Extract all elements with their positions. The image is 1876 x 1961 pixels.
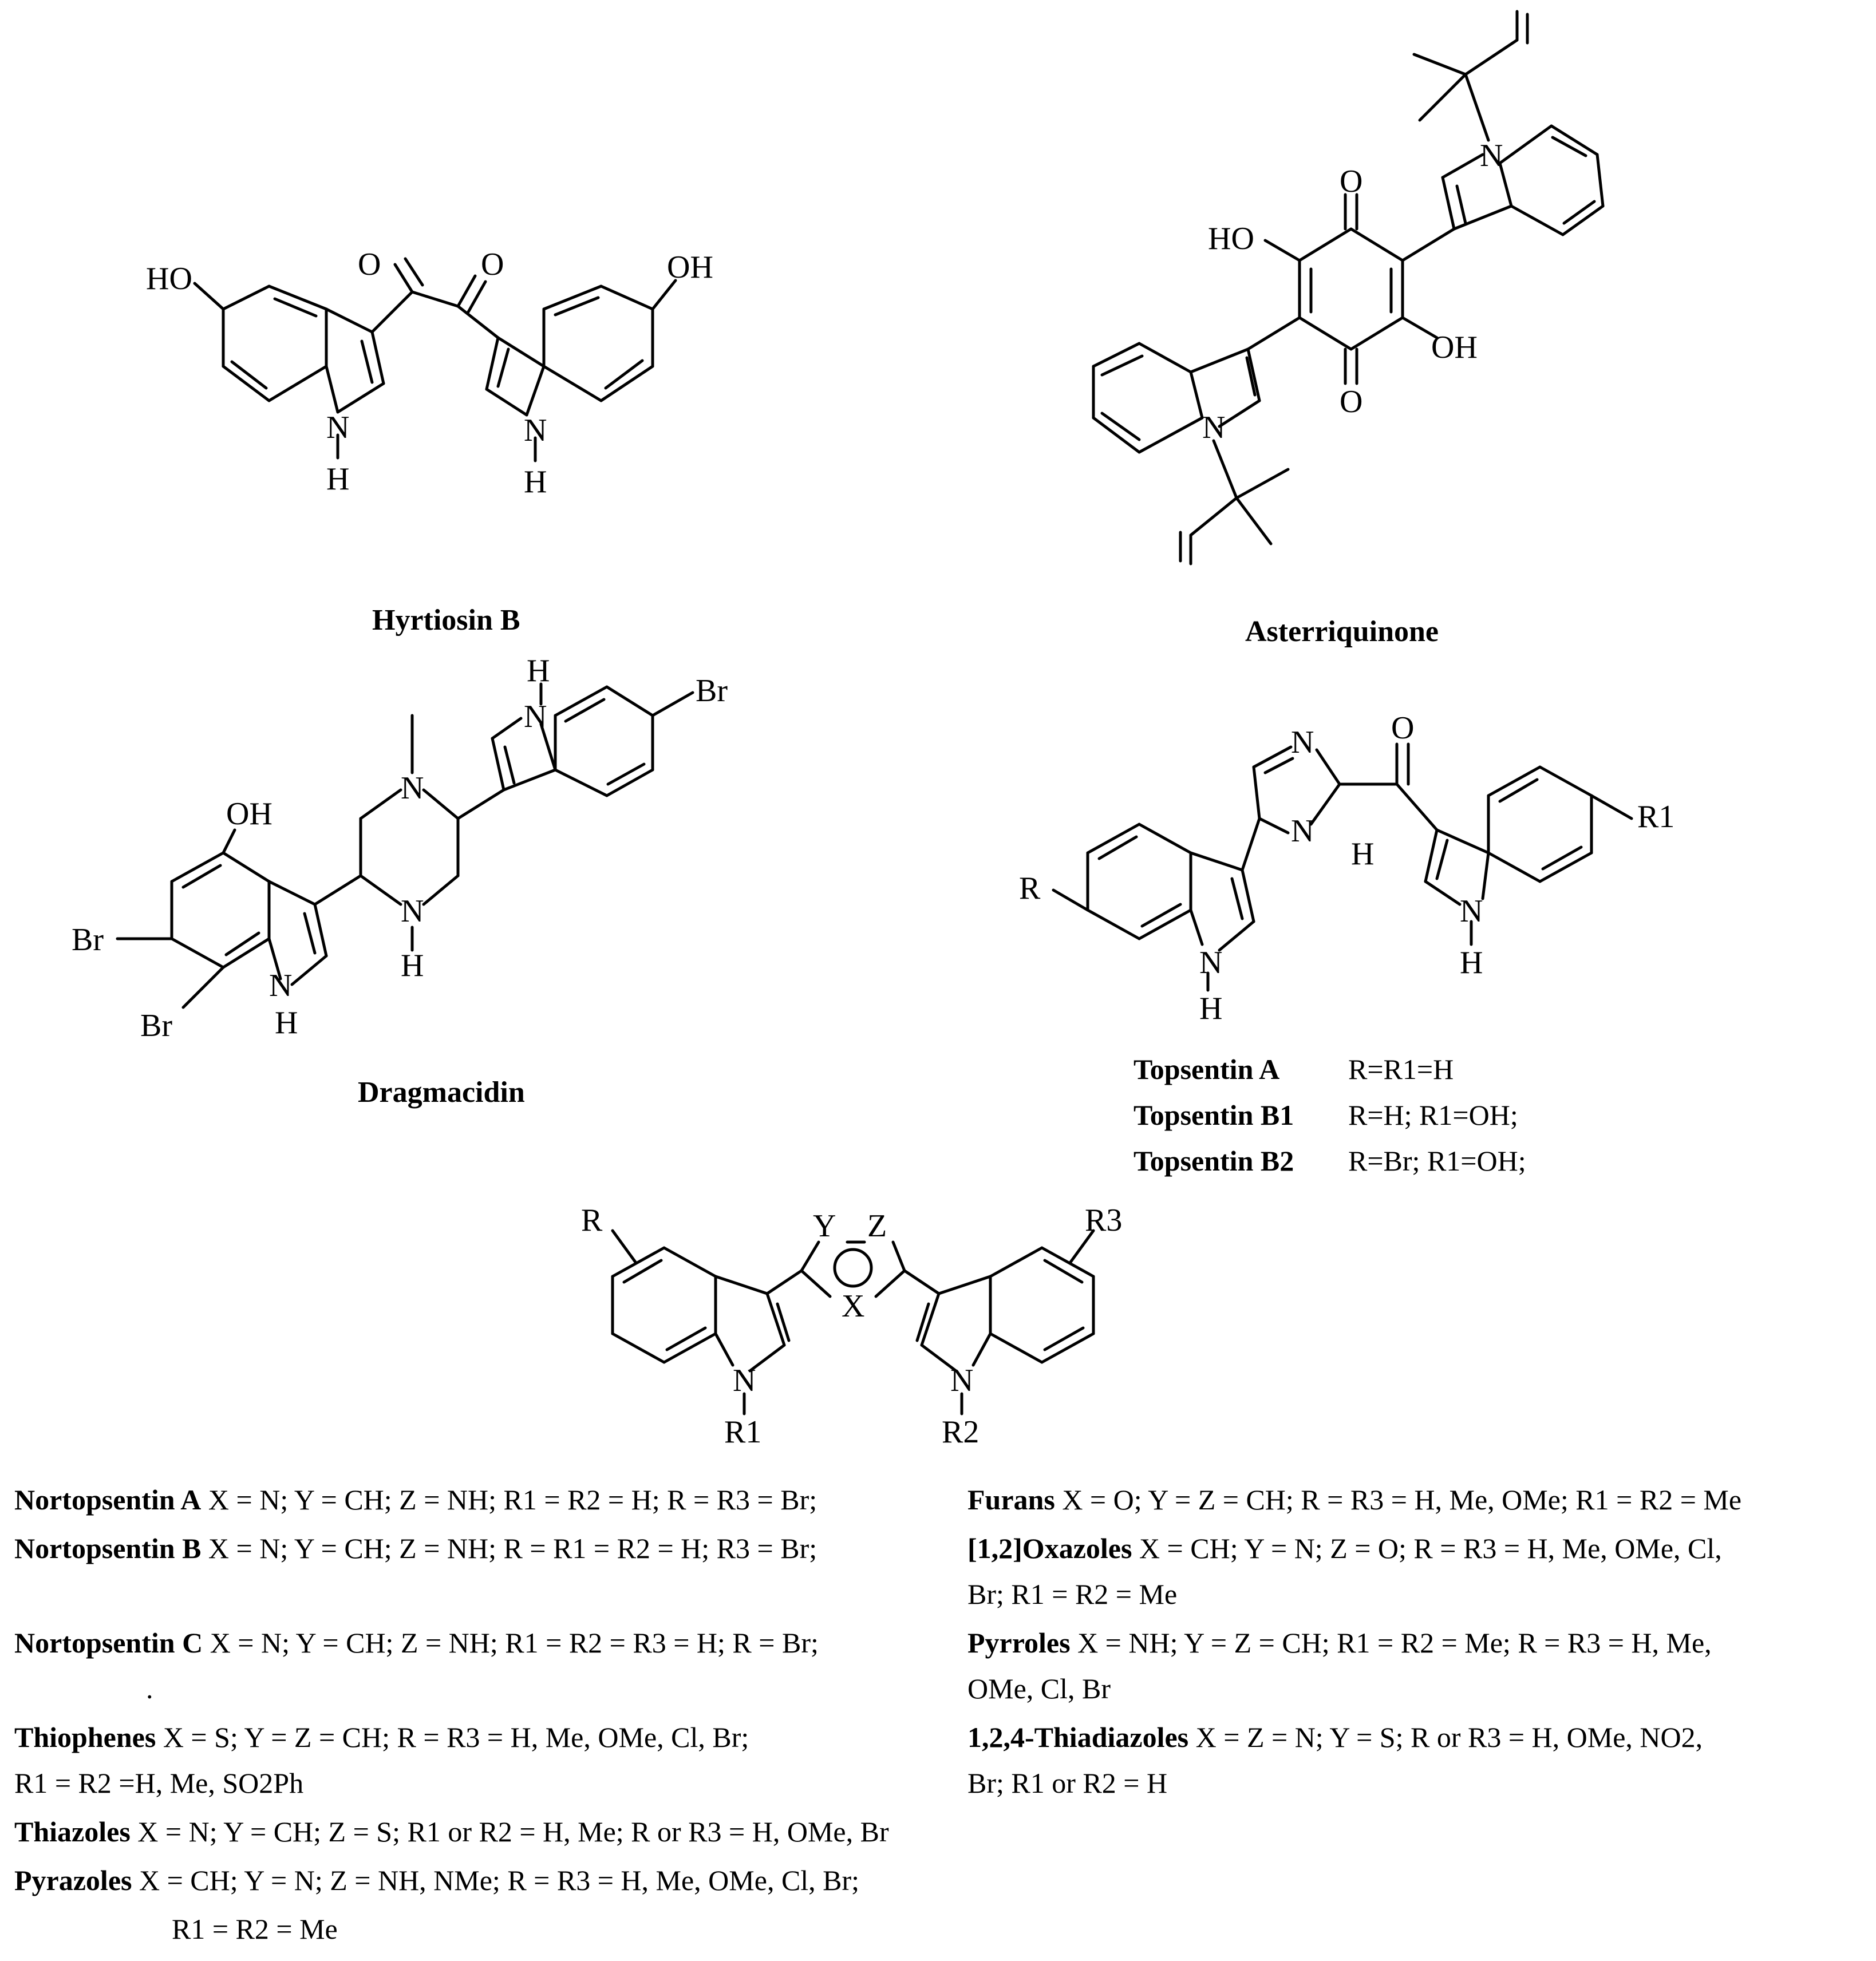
topsentin-b1-caption: Topsentin B1 xyxy=(1134,1099,1294,1131)
atom-label-r: R xyxy=(1019,871,1041,906)
legend-row: 1,2,4-Thiadiazoles X = Z = N; Y = S; R o… xyxy=(967,1721,1703,1753)
stray-dot: . xyxy=(146,1673,153,1705)
atom-label-n: N xyxy=(1199,945,1222,980)
atom-label-n: N xyxy=(524,413,547,448)
structure-hyrtiosin-b: HO O O OH N H N H xyxy=(146,247,713,500)
topsentin-a-substituents: R=R1=H xyxy=(1348,1053,1454,1085)
compound-name-asterriquinone: Asterriquinone xyxy=(1245,615,1439,648)
legend-row-continuation: Br; R1 = R2 = Me xyxy=(967,1578,1178,1610)
legend-row: Pyrazoles X = CH; Y = N; Z = NH, NMe; R … xyxy=(14,1864,860,1896)
atom-label-oh: OH xyxy=(1431,330,1478,365)
atom-label-h: H xyxy=(1460,945,1483,980)
atom-label-z: Z xyxy=(867,1208,887,1244)
atom-label-ho: HO xyxy=(1208,221,1254,256)
atom-label-h: H xyxy=(401,948,424,983)
atom-label-x: X xyxy=(842,1288,864,1324)
compound-name-hyrtiosin-b: Hyrtiosin B xyxy=(372,604,520,636)
compound-name-dragmacidin: Dragmacidin xyxy=(358,1076,525,1109)
topsentin-b2-substituents: R=Br; R1=OH; xyxy=(1348,1145,1526,1177)
atom-label-o: O xyxy=(1340,164,1362,199)
legend-row: Thiophenes X = S; Y = Z = CH; R = R3 = H… xyxy=(14,1721,749,1753)
topsentin-b1-substituents: R=H; R1=OH; xyxy=(1348,1099,1518,1131)
atom-label-n: N xyxy=(1202,410,1225,445)
atom-label-n: N xyxy=(326,410,349,445)
atom-label-o: O xyxy=(481,247,504,282)
atom-label-o: O xyxy=(1391,710,1414,746)
legend-row-continuation: R1 = R2 =H, Me, SO2Ph xyxy=(14,1767,304,1799)
atom-label-br: Br xyxy=(140,1008,172,1043)
structure-dragmacidin: OH Br Br N H N N H N H Br xyxy=(72,653,728,1043)
atom-label-h: H xyxy=(275,1005,298,1041)
structure-topsentin: R N H N N H O N H R1 xyxy=(1019,710,1674,1026)
legend-row: Thiazoles X = N; Y = CH; Z = S; R1 or R2… xyxy=(14,1816,889,1848)
atom-label-h: H xyxy=(1351,836,1374,872)
atom-label-n: N xyxy=(1291,813,1314,849)
topsentin-a-caption: Topsentin A xyxy=(1134,1053,1280,1085)
legend-row: Nortopsentin A X = N; Y = CH; Z = NH; R1… xyxy=(14,1484,817,1516)
structure-asterriquinone: O HO OH O N N xyxy=(1092,10,1605,566)
atom-label-r3: R3 xyxy=(1085,1203,1122,1238)
atom-label-oh: OH xyxy=(667,250,713,285)
atom-label-r2: R2 xyxy=(942,1414,979,1450)
legend-row: Furans X = O; Y = Z = CH; R = R3 = H, Me… xyxy=(967,1484,1742,1516)
atom-label-n: N xyxy=(950,1363,973,1398)
legend-row: [1,2]Oxazoles X = CH; Y = N; Z = O; R = … xyxy=(967,1532,1722,1564)
atom-label-n: N xyxy=(1291,725,1314,760)
atom-label-h: H xyxy=(1199,991,1222,1026)
structure-general-scaffold: R Y Z X R3 N R1 N R2 xyxy=(581,1203,1122,1450)
atom-label-o: O xyxy=(358,247,381,282)
legend-row: Nortopsentin C X = N; Y = CH; Z = NH; R1… xyxy=(14,1627,819,1659)
atom-label-ho: HO xyxy=(146,261,192,296)
atom-label-oh: OH xyxy=(226,796,272,832)
atom-label-o: O xyxy=(1340,384,1362,420)
atom-label-n: N xyxy=(1480,138,1503,173)
atom-label-br: Br xyxy=(696,673,728,709)
legend-row-continuation: OMe, Cl, Br xyxy=(967,1673,1111,1705)
atom-label-y: Y xyxy=(813,1208,836,1244)
legend-row: Nortopsentin B X = N; Y = CH; Z = NH; R … xyxy=(14,1532,817,1564)
atom-label-n: N xyxy=(524,699,547,734)
atom-label-r1: R1 xyxy=(1637,799,1674,835)
atom-label-n: N xyxy=(269,968,292,1003)
atom-label-n: N xyxy=(733,1363,756,1398)
atom-label-n: N xyxy=(1460,893,1483,929)
atom-label-h: H xyxy=(524,464,547,500)
topsentin-b2-caption: Topsentin B2 xyxy=(1134,1145,1294,1177)
legend-row-continuation: R1 = R2 = Me xyxy=(172,1913,338,1945)
legend-row: Pyrroles X = NH; Y = Z = CH; R1 = R2 = M… xyxy=(967,1627,1712,1659)
atom-label-r1: R1 xyxy=(724,1414,761,1450)
legend-row-continuation: Br; R1 or R2 = H xyxy=(967,1767,1168,1799)
atom-label-h: H xyxy=(326,461,349,497)
atom-label-r: R xyxy=(581,1203,603,1238)
atom-label-h: H xyxy=(527,653,550,689)
atom-label-n: N xyxy=(401,893,424,929)
atom-label-n: N xyxy=(401,770,424,806)
atom-label-br: Br xyxy=(72,922,104,958)
